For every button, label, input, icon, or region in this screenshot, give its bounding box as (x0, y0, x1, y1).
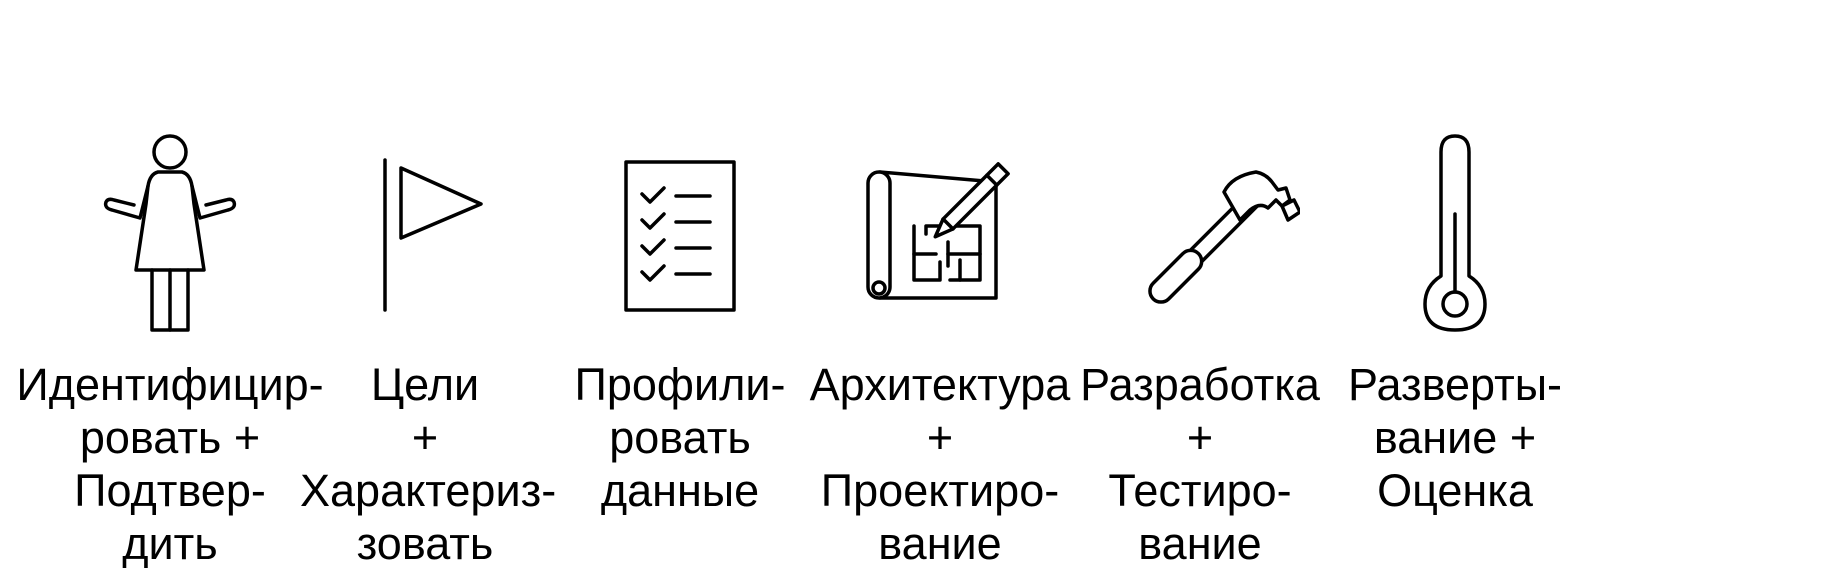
step-label: Профили- ровать данные (574, 359, 786, 516)
step-deployment: Разверты- вание + Оценка (1330, 0, 1580, 576)
step-profile: Профили- ровать данные (560, 0, 800, 576)
step-identify: Идентифицир- ровать + Подтвер- дить (10, 0, 330, 576)
flag-icon (325, 130, 525, 350)
hammer-icon (1100, 130, 1300, 350)
blueprint-icon (840, 130, 1040, 350)
thermometer-icon (1355, 130, 1555, 350)
step-label: Разверты- вание + Оценка (1347, 359, 1563, 516)
checklist-icon (580, 130, 780, 350)
step-label: Цели + Характериз- зовать (300, 359, 557, 569)
step-architecture: Архитектура + Проектиро- вание (805, 0, 1075, 576)
step-label: Идентифицир- ровать + Подтвер- дить (16, 359, 324, 569)
step-development: Разработка + Тестиро- вание (1075, 0, 1325, 576)
step-label: Архитектура + Проектиро- вание (809, 359, 1071, 569)
step-label: Разработка + Тестиро- вание (1080, 359, 1320, 569)
person-icon (70, 130, 270, 350)
step-goals: Цели + Характериз- зовать (300, 0, 557, 576)
